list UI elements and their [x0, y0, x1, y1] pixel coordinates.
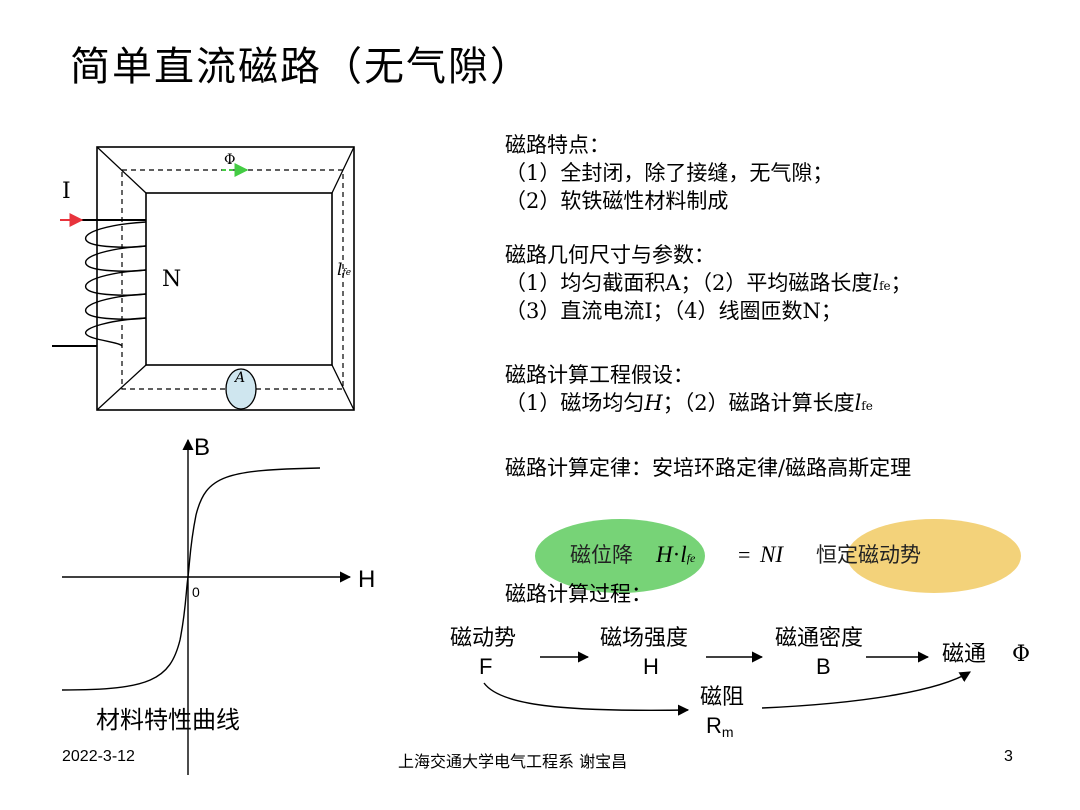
flux-text: 磁通 — [942, 642, 987, 667]
law-line: 磁路计算定律：安培环路定律/磁路高斯定理 — [505, 456, 912, 480]
flux-symbol: Φ — [1012, 642, 1031, 667]
current-label: I — [62, 179, 71, 204]
mean-flux-path — [121, 169, 344, 390]
features-item-1: （1）全封闭，除了接缝，无气隙； — [505, 161, 834, 185]
footer-date: 2022-3-12 — [62, 748, 135, 765]
equation-left-label: 磁位降 — [570, 543, 633, 567]
b-axis-label: B — [194, 434, 211, 461]
footer-center: 上海交通大学电气工程系 谢宝昌 — [398, 752, 628, 771]
slide-title: 简单直流磁路（无气隙） — [70, 44, 532, 90]
equation-lhs: H·lfe — [656, 542, 696, 567]
cross-section-ellipse — [225, 368, 257, 410]
core-outer — [96, 146, 355, 411]
h-label: 磁场强度 — [600, 626, 689, 651]
page-number: 3 — [1004, 748, 1013, 765]
equation-right-label: 恒定磁动势 — [816, 543, 921, 567]
flux-label: Φ — [224, 152, 236, 168]
geometry-heading: 磁路几何尺寸与参数： — [505, 243, 715, 267]
right-equation-bubble — [847, 519, 1021, 593]
assumptions-heading: 磁路计算工程假设： — [505, 363, 694, 387]
left-equation-bubble — [535, 519, 705, 593]
geometry-line-1: （1）均匀截面积A；（2）平均磁路长度lfe； — [505, 271, 912, 295]
bh-caption: 材料特性曲线 — [96, 706, 240, 734]
features-item-2: （2）软铁磁性材料制成 — [505, 189, 729, 213]
h-axis-label: H — [358, 566, 376, 593]
equation-rhs: NI — [760, 542, 783, 567]
geometry-line-2: （3）直流电流I；（4）线圈匝数N； — [505, 299, 842, 323]
b-label: 磁通密度 — [775, 626, 864, 651]
mmf-label: 磁动势 — [450, 626, 517, 651]
arrow-rm-to-phi — [761, 671, 971, 709]
reluctance-symbol: Rm — [706, 713, 734, 740]
origin-label: 0 — [192, 584, 200, 600]
b-symbol: B — [816, 654, 831, 679]
coil-winding — [85, 221, 147, 347]
features-heading: 磁路特点： — [505, 133, 610, 157]
mmf-symbol: F — [479, 654, 493, 679]
bh-curve — [61, 467, 321, 691]
process-heading: 磁路计算过程： — [505, 582, 652, 606]
turns-label: N — [162, 267, 182, 292]
assumptions-line: （1）磁场均匀H；（2）磁路计算长度lfe — [505, 391, 873, 415]
bh-curve-chart — [61, 438, 352, 775]
length-label: lfe — [337, 260, 352, 280]
reluctance-label: 磁阻 — [700, 685, 745, 710]
core-window — [145, 192, 333, 366]
h-symbol: H — [643, 654, 659, 679]
area-label: A — [235, 370, 246, 386]
equation-equals: = — [738, 542, 751, 567]
process-arrows — [483, 651, 971, 716]
arrow-f-to-rm — [483, 682, 690, 716]
